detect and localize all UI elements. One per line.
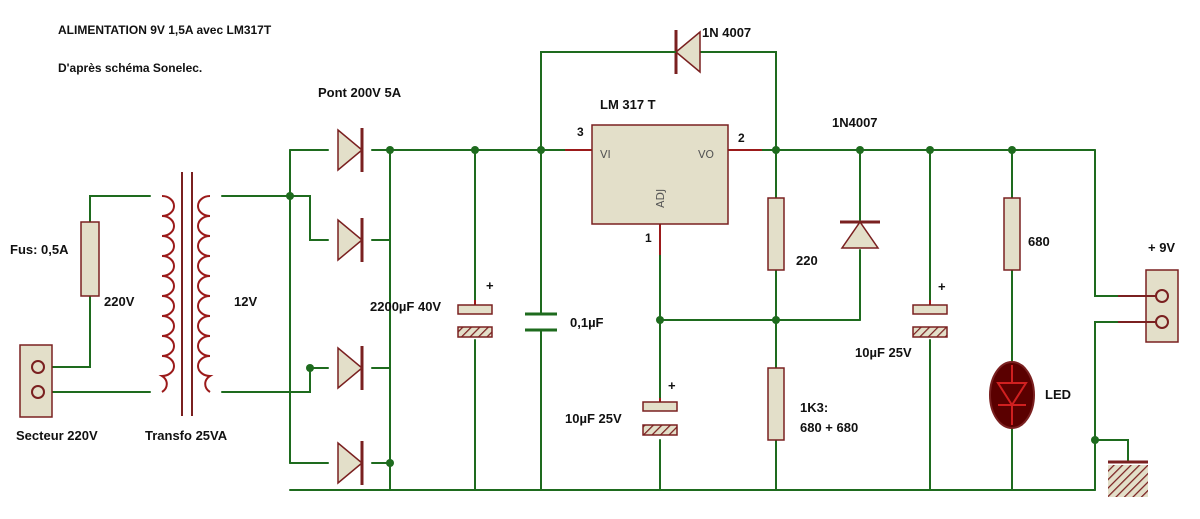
- capacitor-2200uf: [457, 304, 493, 338]
- mains-socket: [19, 344, 53, 418]
- fuse-label: Fus: 0,5A: [10, 242, 69, 257]
- c-out-plus: +: [938, 279, 946, 294]
- schematic-subtitle: D'après schéma Sonelec.: [58, 61, 202, 75]
- c-out-label: 10µF 25V: [855, 345, 912, 360]
- schematic-title: ALIMENTATION 9V 1,5A avec LM317T: [58, 23, 272, 37]
- mains-label: Secteur 220V: [16, 428, 98, 443]
- capacitor-out-10uf: [912, 304, 948, 338]
- bridge-diode-2: [337, 218, 364, 262]
- capacitor-0-1uf: [525, 312, 557, 332]
- r-top-label: 220: [796, 253, 818, 268]
- c-bulk-label: 2200µF 40V: [370, 299, 441, 314]
- bridge-diode-1: [337, 128, 364, 172]
- bridge-diode-3: [337, 346, 364, 390]
- ground-symbol: [1108, 460, 1148, 497]
- pin-adj-number: 1: [645, 231, 652, 245]
- c-decouple-label: 0,1µF: [570, 315, 604, 330]
- bridge-label: Pont 200V 5A: [318, 85, 402, 100]
- regulator-label: LM 317 T: [600, 97, 656, 112]
- secondary-voltage-label: 12V: [234, 294, 257, 309]
- primary-voltage-label: 220V: [104, 294, 135, 309]
- bridge-diode-4: [337, 441, 364, 485]
- output-diode: [840, 220, 880, 249]
- led: [989, 361, 1035, 429]
- c-adj-label: 10µF 25V: [565, 411, 622, 426]
- chip-out-label: VO: [698, 148, 714, 161]
- r-bottom-label-2: 680 + 680: [800, 420, 858, 435]
- protection-diode-label: 1N 4007: [702, 25, 751, 40]
- component-leads: [474, 149, 931, 402]
- chip-adj-label: ADJ: [654, 189, 667, 208]
- pin-out-number: 2: [738, 131, 745, 145]
- resistor-1k3: [767, 367, 785, 441]
- output-diode-label: 1N4007: [832, 115, 878, 130]
- c-adj-plus: +: [668, 378, 676, 393]
- wiring: [39, 51, 1129, 491]
- r-bottom-label-1: 1K3:: [800, 400, 828, 415]
- protection-diode: [652, 30, 701, 74]
- resistor-680: [1003, 197, 1021, 271]
- chip-in-label: VI: [600, 148, 611, 161]
- output-connector: [1118, 269, 1179, 343]
- transformer-label: Transfo 25VA: [145, 428, 228, 443]
- capacitor-adj-10uf: [642, 401, 678, 436]
- fuse: [80, 221, 100, 297]
- c-bulk-plus: +: [486, 278, 494, 293]
- led-label: LED: [1045, 387, 1071, 402]
- r-led-label: 680: [1028, 234, 1050, 249]
- junction-dots: [286, 146, 1099, 467]
- resistor-220: [767, 197, 785, 271]
- pin-in-number: 3: [577, 125, 584, 139]
- output-voltage-label: + 9V: [1148, 240, 1175, 255]
- lm317-regulator: [591, 124, 729, 225]
- transformer: [158, 172, 214, 416]
